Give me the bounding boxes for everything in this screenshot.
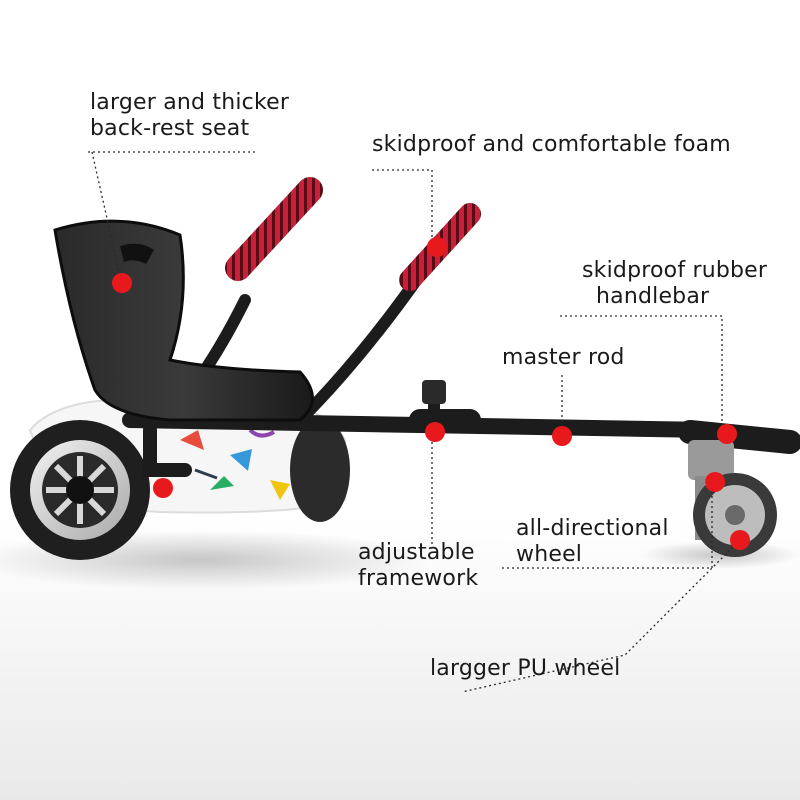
callout-backrest-line2: back-rest seat xyxy=(90,116,250,141)
marker-pu-wheel xyxy=(730,530,750,550)
callout-adjustable-line1: adjustable xyxy=(358,540,475,565)
leader-lines xyxy=(88,151,741,693)
marker-handlebar xyxy=(717,424,737,444)
marker-foam xyxy=(427,237,447,257)
callout-handlebar-line2: handlebar xyxy=(596,284,710,309)
callout-foam: skidproof and comfortable foam xyxy=(372,132,731,157)
callout-backrest: larger and thicker back-rest seat xyxy=(90,90,289,142)
foam-handles xyxy=(225,177,481,291)
hoverboard xyxy=(10,398,350,560)
callout-handlebar-line1: skidproof rubber xyxy=(582,258,768,283)
callout-wheel-line2: wheel xyxy=(516,542,583,567)
marker-caster xyxy=(705,472,725,492)
callout-handlebar: skidproof rubber handlebar xyxy=(582,258,767,310)
marker-adjustable xyxy=(425,422,445,442)
markers xyxy=(112,237,750,550)
callout-adjustable-line2: framework xyxy=(358,566,479,591)
callout-master-rod: master rod xyxy=(502,345,625,370)
seat xyxy=(53,219,314,422)
marker-master-rod xyxy=(552,426,572,446)
callout-wheel: all-directional wheel xyxy=(516,516,669,568)
callout-wheel-line1: all-directional xyxy=(516,516,669,541)
callout-pu-wheel: largger PU wheel xyxy=(430,656,621,681)
marker-backrest xyxy=(112,273,132,293)
adjust-knob xyxy=(422,380,446,428)
callout-backrest-line1: larger and thicker xyxy=(90,90,290,115)
callout-adjustable: adjustable framework xyxy=(358,540,478,592)
marker-board xyxy=(153,478,173,498)
front-assembly xyxy=(678,420,800,557)
